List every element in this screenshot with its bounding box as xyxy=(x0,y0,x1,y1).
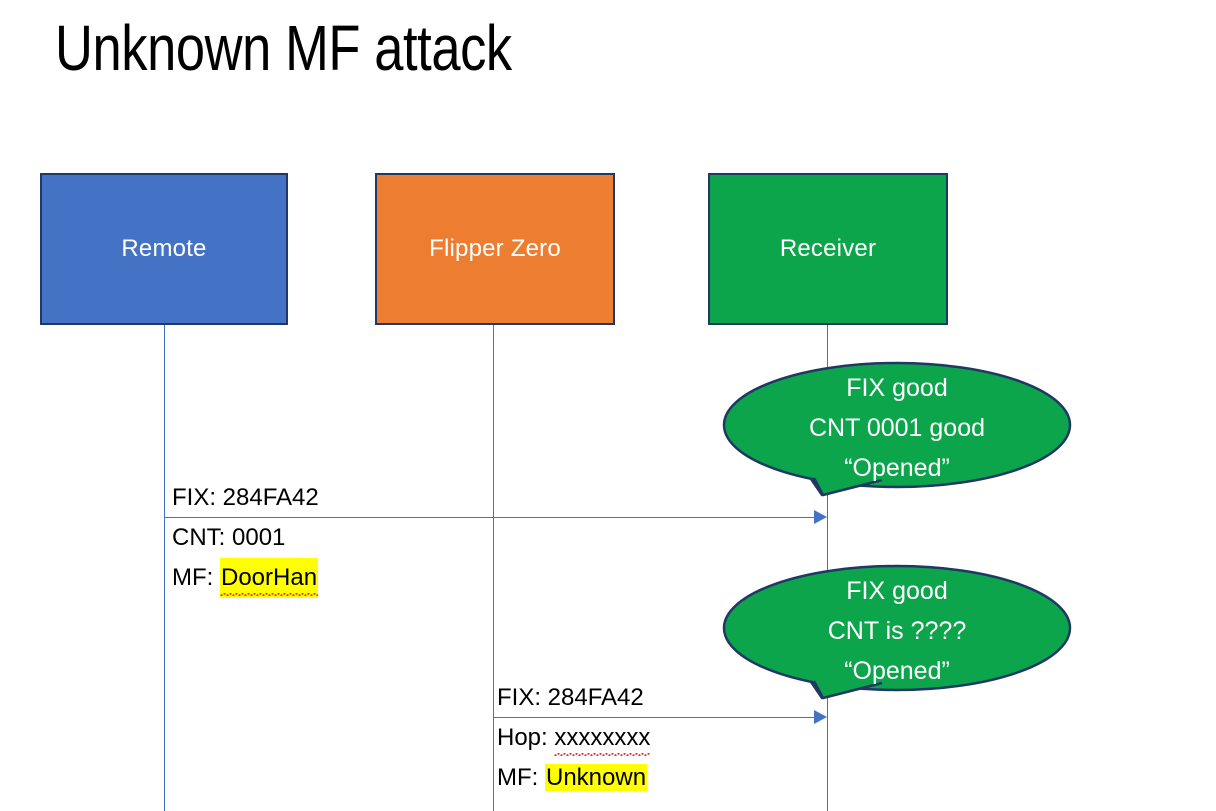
actor-box-remote[interactable]: Remote xyxy=(40,173,288,325)
actor-label-receiver: Receiver xyxy=(779,235,877,262)
callout-bubble-second[interactable]: FIX good CNT is ???? “Opened” xyxy=(722,563,1072,723)
arrow-head-remote-to-receiver xyxy=(814,510,827,524)
arrow-line-remote-to-receiver xyxy=(164,517,816,518)
message-line-mf: MF: DoorHan xyxy=(172,558,319,598)
actor-label-flipper-zero: Flipper Zero xyxy=(429,235,561,262)
message-line-hop: Hop: xxxxxxxx xyxy=(497,718,651,758)
message-hop-value: xxxxxxxx xyxy=(554,718,651,758)
lifeline-remote xyxy=(164,325,165,811)
message-mf-value: Unknown xyxy=(545,764,648,791)
message-mf-prefix: MF: xyxy=(497,764,545,791)
message-mf-prefix: MF: xyxy=(172,564,220,591)
message-line-mf: MF: Unknown xyxy=(497,758,650,798)
callout-shape-first xyxy=(722,361,1072,497)
message-hop-prefix: Hop: xyxy=(497,724,555,751)
message-label-remote-to-receiver: FIX: 284FA42 CNT: 0001 MF: DoorHan xyxy=(172,478,319,598)
actor-label-remote: Remote xyxy=(121,235,207,262)
message-mf-value: DoorHan xyxy=(220,558,319,598)
arrow-head-flipper-to-receiver xyxy=(814,710,827,724)
lifeline-flipper xyxy=(493,325,494,811)
message-line-fix: FIX: 284FA42 xyxy=(497,684,644,711)
lifeline-receiver xyxy=(827,325,828,811)
message-label-flipper-to-receiver: FIX: 284FA42 Hop: xxxxxxxx MF: Unknown xyxy=(497,678,651,798)
callout-shape-second xyxy=(722,564,1072,700)
page-title: Unknown MF attack xyxy=(55,12,512,84)
message-line-cnt: CNT: 0001 xyxy=(172,524,286,551)
arrow-line-flipper-to-receiver xyxy=(493,717,816,718)
actor-box-receiver[interactable]: Receiver xyxy=(708,173,948,325)
actor-box-flipper-zero[interactable]: Flipper Zero xyxy=(375,173,615,325)
callout-bubble-first[interactable]: FIX good CNT 0001 good “Opened” xyxy=(722,360,1072,520)
message-line-fix: FIX: 284FA42 xyxy=(172,484,319,511)
